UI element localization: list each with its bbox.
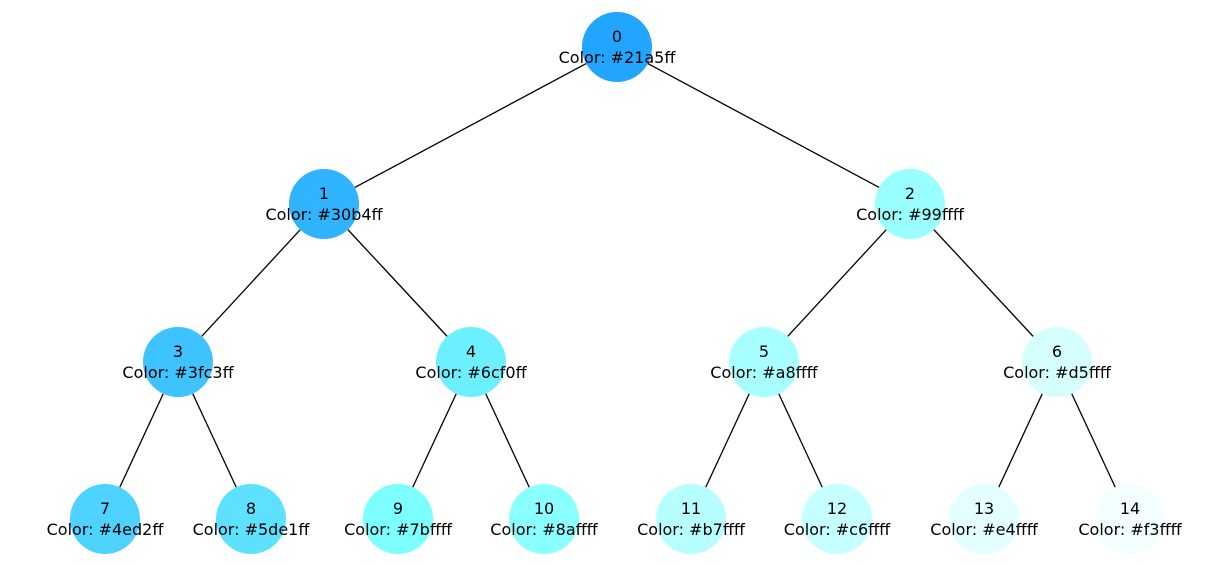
node-circle-11 [656,484,726,554]
node-id-label: 8 [246,499,256,518]
node-color-label: Color: #e4ffff [930,520,1038,539]
node-color-label: Color: #21a5ff [559,48,677,67]
edge-1-3 [201,229,301,337]
node-id-label: 5 [759,342,769,361]
edge-3-8 [192,393,237,488]
node-id-label: 7 [100,499,110,518]
edge-1-4 [347,229,448,337]
edge-0-1 [354,62,587,189]
node-color-label: Color: #3fc3ff [122,363,234,382]
edge-2-5 [787,229,887,337]
node-color-label: Color: #5de1ff [193,520,311,539]
node-circle-3 [143,327,213,397]
edge-6-13 [998,393,1043,488]
node-id-label: 3 [173,342,183,361]
node-circle-5 [729,327,799,397]
node-circle-0 [582,12,652,82]
node-id-label: 13 [974,499,994,518]
node-circle-9 [363,484,433,554]
edge-6-14 [1071,393,1116,488]
node-id-label: 0 [612,27,622,46]
node-circle-12 [802,484,872,554]
edges-layer [119,62,1116,488]
node-color-label: Color: #6cf0ff [415,363,527,382]
edge-3-7 [119,393,164,488]
node-id-label: 4 [466,342,476,361]
node-id-label: 11 [681,499,701,518]
node-id-label: 1 [319,184,329,203]
edge-2-6 [933,229,1034,337]
node-id-label: 14 [1120,499,1140,518]
edge-5-12 [778,393,823,488]
node-color-label: Color: #a8ffff [710,363,818,382]
node-color-label: Color: #b7ffff [637,520,746,539]
node-circle-4 [436,327,506,397]
node-circle-7 [70,484,140,554]
node-color-label: Color: #f3ffff [1078,520,1182,539]
node-color-label: Color: #30b4ff [265,205,383,224]
node-id-label: 6 [1052,342,1062,361]
node-color-label: Color: #8affff [490,520,598,539]
edge-4-9 [412,393,457,488]
node-circle-8 [216,484,286,554]
node-circle-2 [875,169,945,239]
node-color-label: Color: #c6ffff [784,520,891,539]
node-id-label: 2 [905,184,915,203]
edge-4-10 [485,393,530,488]
edge-0-2 [647,62,880,189]
node-color-label: Color: #d5ffff [1003,363,1112,382]
node-circle-14 [1095,484,1165,554]
node-circle-1 [289,169,359,239]
edge-5-11 [705,393,750,488]
node-id-label: 9 [393,499,403,518]
node-circle-6 [1022,327,1092,397]
node-color-label: Color: #4ed2ff [47,520,165,539]
node-color-label: Color: #99ffff [856,205,965,224]
node-circle-10 [509,484,579,554]
node-id-label: 10 [534,499,554,518]
node-id-label: 12 [827,499,847,518]
node-circle-13 [949,484,1019,554]
node-color-label: Color: #7bffff [344,520,453,539]
